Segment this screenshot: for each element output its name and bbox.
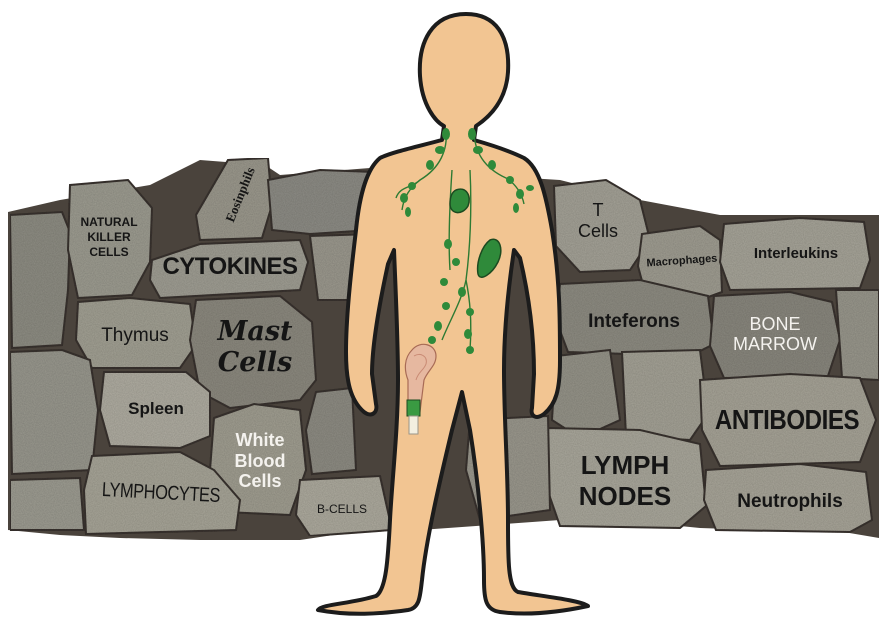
label-bone-marrow: BONE MARROW — [712, 315, 838, 355]
label-interleukins: Interleukins — [726, 246, 866, 261]
natural-killer-line-3: CELLS — [72, 245, 146, 260]
t-cells-line-2: Cells — [558, 221, 638, 242]
label-b-cells: B-CELLS — [302, 503, 382, 515]
label-white-blood-cells: White Blood Cells — [214, 430, 306, 492]
mast-cells-line-2: Cells — [196, 347, 314, 378]
label-lymph-nodes: LYMPH NODES — [550, 450, 700, 511]
label-antibodies: ANTIBODIES — [712, 406, 862, 434]
label-mast-cells: Mast Cells — [196, 316, 314, 378]
stone-right-edge-upper — [836, 290, 879, 380]
stone-far-left-bottom — [10, 478, 84, 530]
label-thymus: Thymus — [80, 326, 190, 345]
label-t-cells: T Cells — [558, 200, 638, 241]
label-neutrophils: Neutrophils — [708, 492, 872, 511]
natural-killer-line-2: KILLER — [72, 230, 146, 245]
label-spleen: Spleen — [104, 400, 208, 417]
stone-center-lower — [306, 388, 356, 474]
label-inteferons: Inteferons — [560, 312, 708, 331]
label-cytokines: CYTOKINES — [152, 255, 308, 279]
stone-center-right-2 — [622, 350, 708, 440]
t-cells-line-1: T — [558, 200, 638, 221]
stone-left-middle — [10, 350, 98, 474]
stone-center-right-1 — [552, 350, 620, 438]
lymph-nodes-line-1: LYMPH — [550, 450, 700, 481]
lymph-nodes-line-2: NODES — [550, 481, 700, 512]
white-blood-cells-line-3: Cells — [214, 471, 306, 492]
bone-marrow-line-1: BONE — [712, 315, 838, 335]
thymus-organ — [450, 189, 469, 212]
natural-killer-line-1: NATURAL — [72, 215, 146, 230]
white-blood-cells-line-2: Blood — [214, 451, 306, 472]
stone-far-left-top — [10, 212, 70, 348]
label-natural-killer-cells: NATURAL KILLER CELLS — [72, 215, 146, 260]
bone-marrow-line-2: MARROW — [712, 335, 838, 355]
mast-cells-line-1: Mast — [196, 316, 314, 347]
white-blood-cells-line-1: White — [214, 430, 306, 451]
